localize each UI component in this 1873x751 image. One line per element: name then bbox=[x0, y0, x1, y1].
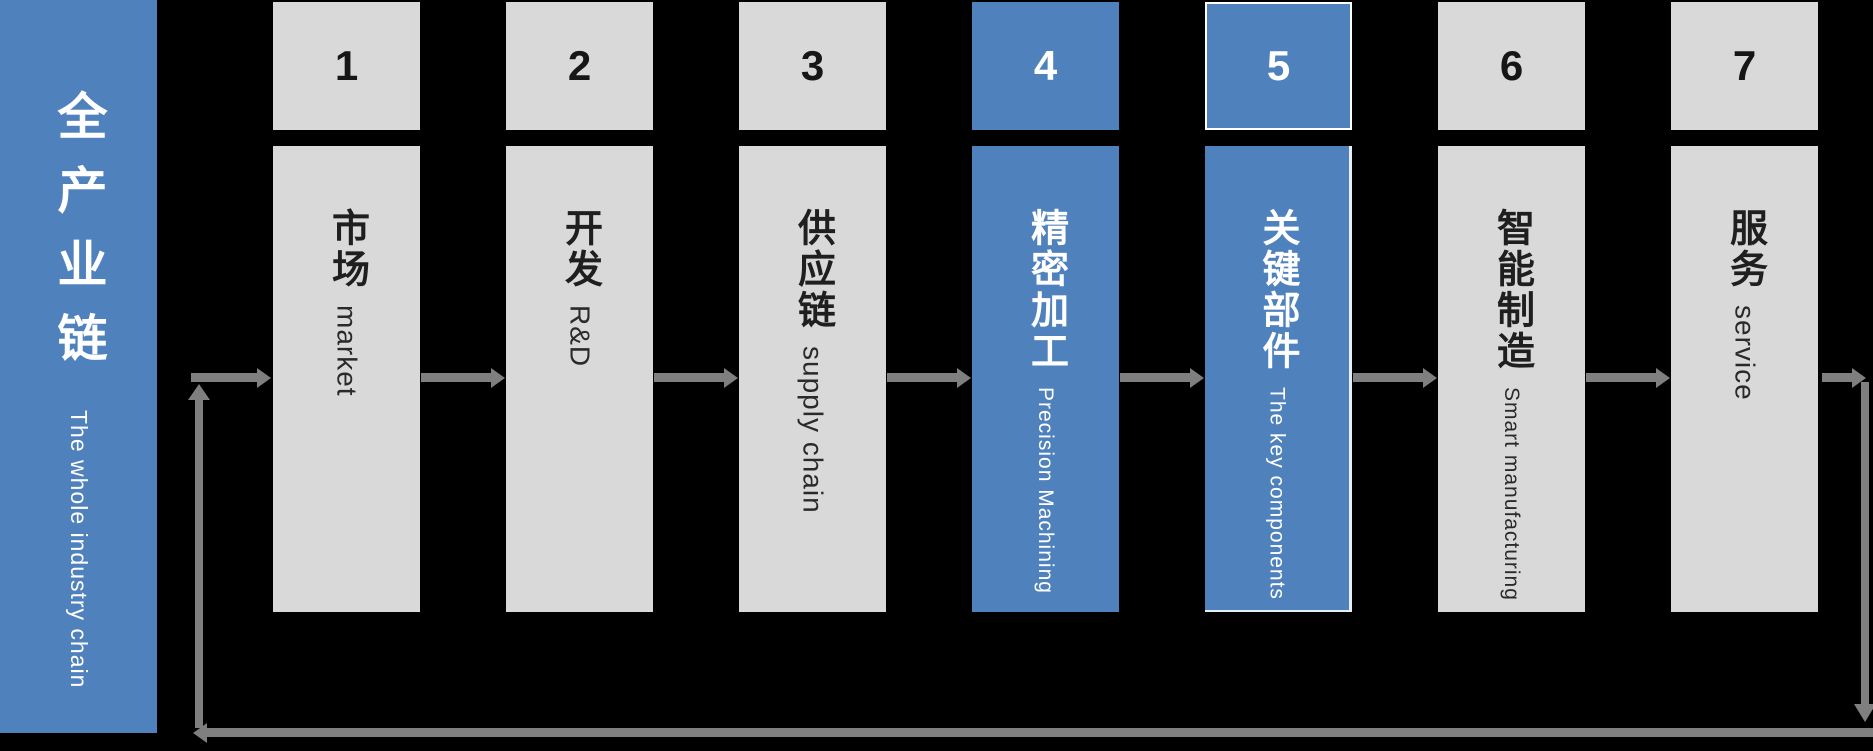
feedback-line-bottom bbox=[207, 728, 1873, 737]
flow-arrow-6-7 bbox=[1586, 373, 1656, 382]
step-column-4: 4 精密加工 Precision Machining bbox=[972, 0, 1119, 612]
feedback-arrow-up bbox=[195, 400, 203, 728]
step-number-2: 2 bbox=[506, 2, 653, 130]
flow-arrow-5-6 bbox=[1353, 373, 1423, 382]
step-label-en-3: supply chain bbox=[797, 346, 829, 514]
step-label-en-7: service bbox=[1729, 305, 1761, 401]
step-body-2: 开发 R&D bbox=[506, 146, 653, 612]
step-column-6: 6 智能制造 Smart manufacturing bbox=[1438, 0, 1585, 612]
step-body-4: 精密加工 Precision Machining bbox=[972, 146, 1119, 612]
step-number-4: 4 bbox=[972, 2, 1119, 130]
step-number-6: 6 bbox=[1438, 2, 1585, 130]
step-body-6: 智能制造 Smart manufacturing bbox=[1438, 146, 1585, 612]
step-number-3: 3 bbox=[739, 2, 886, 130]
step-label-cn-6: 智能制造 bbox=[1490, 208, 1533, 372]
step-label-cn-4: 精密加工 bbox=[1024, 208, 1067, 372]
step-column-3: 3 供应链 supply chain bbox=[739, 0, 886, 612]
step-label-cn-7: 服务 bbox=[1723, 208, 1766, 290]
sidebar-title: 全产业链 bbox=[50, 90, 107, 386]
flow-arrow-2-3 bbox=[654, 373, 724, 382]
flow-arrow-1-2 bbox=[421, 373, 491, 382]
step-label-en-4: Precision Machining bbox=[1034, 387, 1057, 594]
step-label-cn-2: 开发 bbox=[558, 208, 601, 290]
sidebar: 全产业链 The whole industry chain bbox=[0, 0, 157, 733]
step-column-7: 7 服务 service bbox=[1671, 0, 1818, 612]
flow-arrow-exit bbox=[1822, 373, 1852, 382]
step-label-en-2: R&D bbox=[564, 305, 596, 368]
flow-arrow-3-4 bbox=[887, 373, 957, 382]
step-column-2: 2 开发 R&D bbox=[506, 0, 653, 612]
step-number-7: 7 bbox=[1671, 2, 1818, 130]
feedback-arrow-down bbox=[1861, 382, 1869, 704]
step-body-3: 供应链 supply chain bbox=[739, 146, 886, 612]
step-label-cn-5: 关键部件 bbox=[1256, 208, 1298, 372]
step-column-5: 5 关键部件 The key components bbox=[1205, 0, 1352, 612]
step-label-cn-3: 供应链 bbox=[791, 208, 834, 331]
flow-arrow-start bbox=[191, 373, 257, 382]
step-label-en-1: market bbox=[331, 305, 363, 397]
sidebar-subtitle: The whole industry chain bbox=[66, 410, 93, 689]
step-number-1: 1 bbox=[273, 2, 420, 130]
step-body-7: 服务 service bbox=[1671, 146, 1818, 612]
step-label-en-5: The key components bbox=[1265, 387, 1289, 600]
step-number-5: 5 bbox=[1205, 2, 1352, 130]
step-label-en-6: Smart manufacturing bbox=[1500, 387, 1523, 601]
step-body-5: 关键部件 The key components bbox=[1205, 146, 1352, 612]
step-column-1: 1 市场 market bbox=[273, 0, 420, 612]
flow-arrow-4-5 bbox=[1120, 373, 1190, 382]
step-label-cn-1: 市场 bbox=[325, 208, 368, 290]
step-body-1: 市场 market bbox=[273, 146, 420, 612]
